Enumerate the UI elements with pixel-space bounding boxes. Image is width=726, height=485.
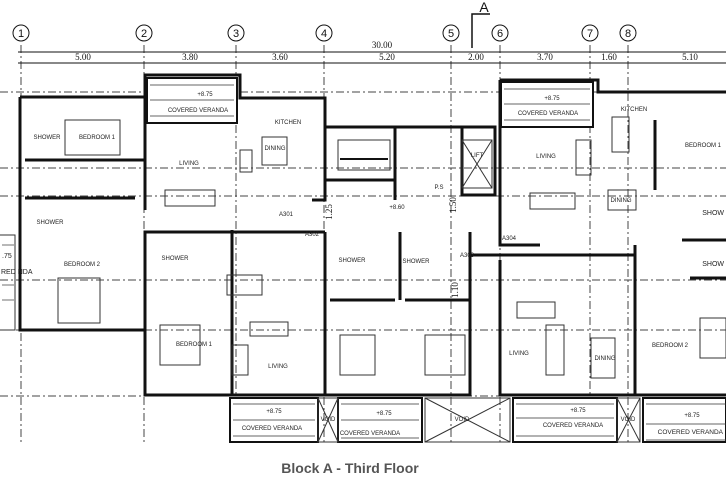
dim-right: 1.50 xyxy=(448,197,458,213)
grid-bubble-3: 3 xyxy=(227,24,245,42)
grid-bubble-1: 1 xyxy=(12,24,30,42)
door-tag: A304 xyxy=(502,236,517,242)
svg-text:COVERED VERANDA: COVERED VERANDA xyxy=(242,426,302,432)
room-label: COVERED VERANDA xyxy=(168,108,228,114)
room-label: KITCHEN xyxy=(621,107,647,113)
veranda-level: .75 xyxy=(2,253,12,260)
door-tag: A303 xyxy=(460,253,475,259)
svg-text:2: 2 xyxy=(141,28,147,40)
room-label: RED NDA xyxy=(1,269,33,276)
room-labels: SHOWER BEDROOM 1 LIVING KITCHEN DINING +… xyxy=(1,92,724,370)
svg-text:COVERED VERANDA: COVERED VERANDA xyxy=(340,431,400,437)
room-label: SHOWER xyxy=(37,220,65,226)
svg-text:3.70: 3.70 xyxy=(537,52,553,62)
core-level: +8.60 xyxy=(389,205,405,211)
svg-text:4: 4 xyxy=(321,28,327,40)
svg-text:+8.75: +8.75 xyxy=(684,413,700,419)
room-label: BEDROOM 1 xyxy=(176,342,213,348)
svg-text:2.00: 2.00 xyxy=(468,52,484,62)
room-label: SHOW xyxy=(702,261,724,268)
room-label: DINING xyxy=(595,356,616,362)
veranda-level: +8.75 xyxy=(544,96,560,102)
room-label: LIVING xyxy=(536,154,556,160)
overall-dimension: 30.00 xyxy=(372,40,393,50)
room-label: LIVING xyxy=(268,364,288,370)
lift-label: LIFT xyxy=(471,153,484,159)
svg-text:1.60: 1.60 xyxy=(601,52,617,62)
section-marker: A xyxy=(471,0,490,48)
dimension-lines: 30.00 5.00 3.80 3.60 5.20 2.00 3.70 1.60… xyxy=(18,40,726,64)
svg-text:7: 7 xyxy=(587,28,593,40)
svg-text:5: 5 xyxy=(448,28,454,40)
dim-lower: 1.10 xyxy=(450,282,460,298)
walls xyxy=(0,73,726,397)
room-label: BEDROOM 1 xyxy=(685,143,722,149)
room-label: SHOW xyxy=(702,210,724,217)
room-label: SHOWER xyxy=(339,258,367,264)
svg-text:+8.75: +8.75 xyxy=(376,411,392,417)
bottom-veranda-labels: +8.75 COVERED VERANDA +8.75 COVERED VERA… xyxy=(242,408,724,437)
grid-bubble-7: 7 xyxy=(581,24,599,42)
svg-text:3.80: 3.80 xyxy=(182,52,198,62)
core-labels: +8.60 1.25 1.50 1.10 P.S LIFT A301 A302 … xyxy=(279,153,517,298)
svg-text:COVERED VERANDA: COVERED VERANDA xyxy=(658,429,724,436)
svg-text:6: 6 xyxy=(497,28,503,40)
svg-text:1: 1 xyxy=(18,28,24,40)
room-label: SHOWER xyxy=(403,259,431,265)
door-tag: A301 xyxy=(279,212,294,218)
room-label: LIVING xyxy=(179,161,199,167)
room-label: BEDROOM 2 xyxy=(652,343,689,349)
room-label: BEDROOM 2 xyxy=(64,262,101,268)
room-label: LIVING xyxy=(509,351,529,357)
room-label: BEDROOM 1 xyxy=(79,135,116,141)
svg-text:8: 8 xyxy=(625,28,631,40)
void-label: VOID xyxy=(455,417,470,423)
grid-bubble-4: 4 xyxy=(315,24,333,42)
svg-text:3.60: 3.60 xyxy=(272,52,288,62)
svg-text:5.20: 5.20 xyxy=(379,52,395,62)
room-label: KITCHEN xyxy=(275,120,301,126)
grid-bubbles: 1 2 3 4 5 6 7 8 xyxy=(12,24,637,42)
svg-text:+8.75: +8.75 xyxy=(266,409,282,415)
furniture xyxy=(57,116,726,379)
room-label: DINING xyxy=(611,198,632,204)
grid-bubble-5: 5 xyxy=(442,24,460,42)
room-label: SHOWER xyxy=(162,256,190,262)
void-label: VOID xyxy=(621,417,636,423)
void-label: VOID xyxy=(321,417,336,423)
room-label: DINING xyxy=(265,146,286,152)
verandas xyxy=(2,77,726,443)
svg-text:A: A xyxy=(479,0,489,15)
svg-text:+8.75: +8.75 xyxy=(570,408,586,414)
door-tag: A302 xyxy=(305,232,320,238)
svg-text:5.10: 5.10 xyxy=(682,52,698,62)
room-label: SHOWER xyxy=(34,135,62,141)
svg-text:COVERED VERANDA: COVERED VERANDA xyxy=(543,423,603,429)
grid-axes xyxy=(0,45,726,445)
grid-bubble-6: 6 xyxy=(491,24,509,42)
grid-bubble-2: 2 xyxy=(135,24,153,42)
veranda-level: +8.75 xyxy=(197,92,213,98)
grid-bubble-8: 8 xyxy=(619,24,637,42)
room-label: COVERED VERANDA xyxy=(518,111,578,117)
svg-text:5.00: 5.00 xyxy=(75,52,91,62)
ps-label: P.S xyxy=(435,185,444,191)
plan-title: Block A - Third Floor xyxy=(281,460,419,476)
dim-left: 1.25 xyxy=(324,204,334,220)
svg-text:3: 3 xyxy=(233,28,239,40)
